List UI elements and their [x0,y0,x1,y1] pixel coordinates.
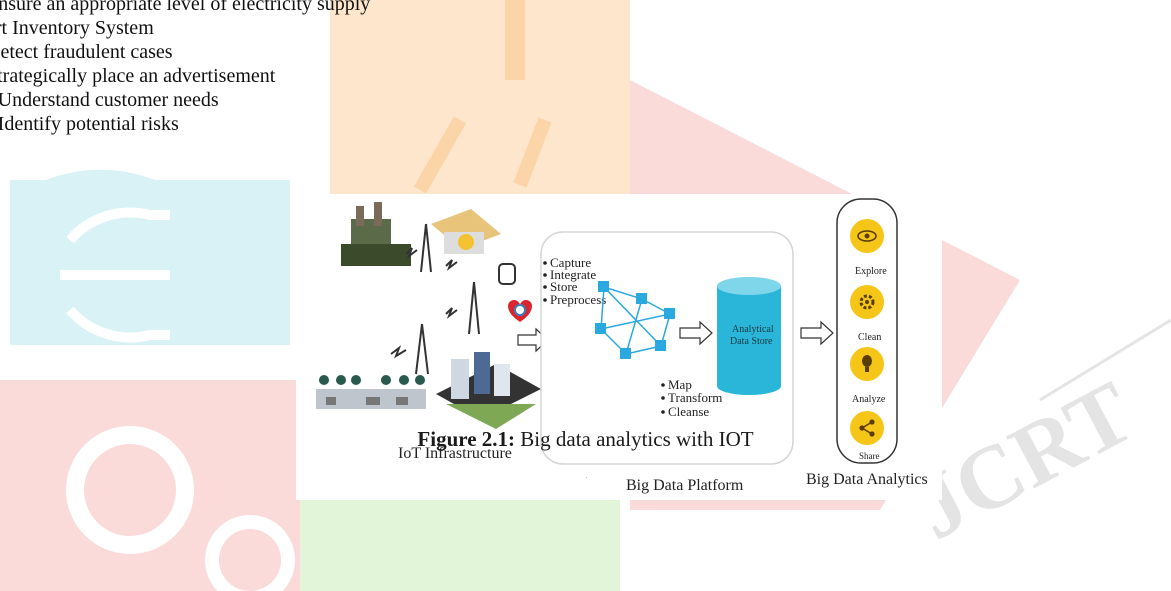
list-item: Strategically place an advertisement [0,65,276,87]
analytics-label: Explore [855,266,887,277]
figure-caption: Figure 2.1: Big data analytics with IOT [0,427,1171,452]
analytics-label: Analyze [852,394,886,405]
share-icon [850,411,884,445]
analytics-label: Clean [858,332,881,343]
list-item: Detect fraudulent cases [0,41,173,63]
caption-text: Big data analytics with IOT [515,427,754,451]
eye-icon [850,219,884,253]
network-graph-icon [595,281,675,359]
platform-bullet: Integrate [550,267,596,282]
big-data-analytics-label: Big Data Analytics [806,471,928,488]
figure-diagram: IoT Infrastructure Capture Integrate Sto… [316,198,928,494]
list-item: ) Understand customer needs [0,89,219,111]
platform-bullet: Capture [550,255,591,270]
list-item: ) Identify potential risks [0,113,179,135]
platform-bullet: Store [550,279,578,294]
iot-infrastructure-label: IoT Infrastructure [398,445,512,462]
arrow-icon [679,320,713,346]
big-data-platform-label: Big Data Platform [626,477,744,494]
bullet-list: Ensure an appropriate level of electrici… [0,0,370,136]
list-item: art Inventory System [0,17,154,39]
platform-bullet: Preprocess [550,292,606,307]
transform-bullet: Cleanse [668,404,709,419]
figure: IoT Infrastructure Capture Integrate Sto… [296,194,942,500]
figure-number: Figure 2.1: [417,427,516,451]
analytical-data-store-icon [717,277,781,395]
store-label: Data Store [730,336,773,347]
iot-infrastructure-illustration [316,202,541,429]
transform-bullet: Transform [668,390,722,405]
arrow-icon [800,320,834,346]
analytics-label: Share [859,451,880,461]
list-item: Ensure an appropriate level of electrici… [0,0,371,15]
svg-text:.: . [586,475,587,480]
lightbulb-icon [850,347,884,381]
transform-bullet: Map [668,377,692,392]
gear-icon [850,285,884,319]
store-label: Analytical [732,324,774,335]
big-data-analytics-panel [836,198,898,464]
